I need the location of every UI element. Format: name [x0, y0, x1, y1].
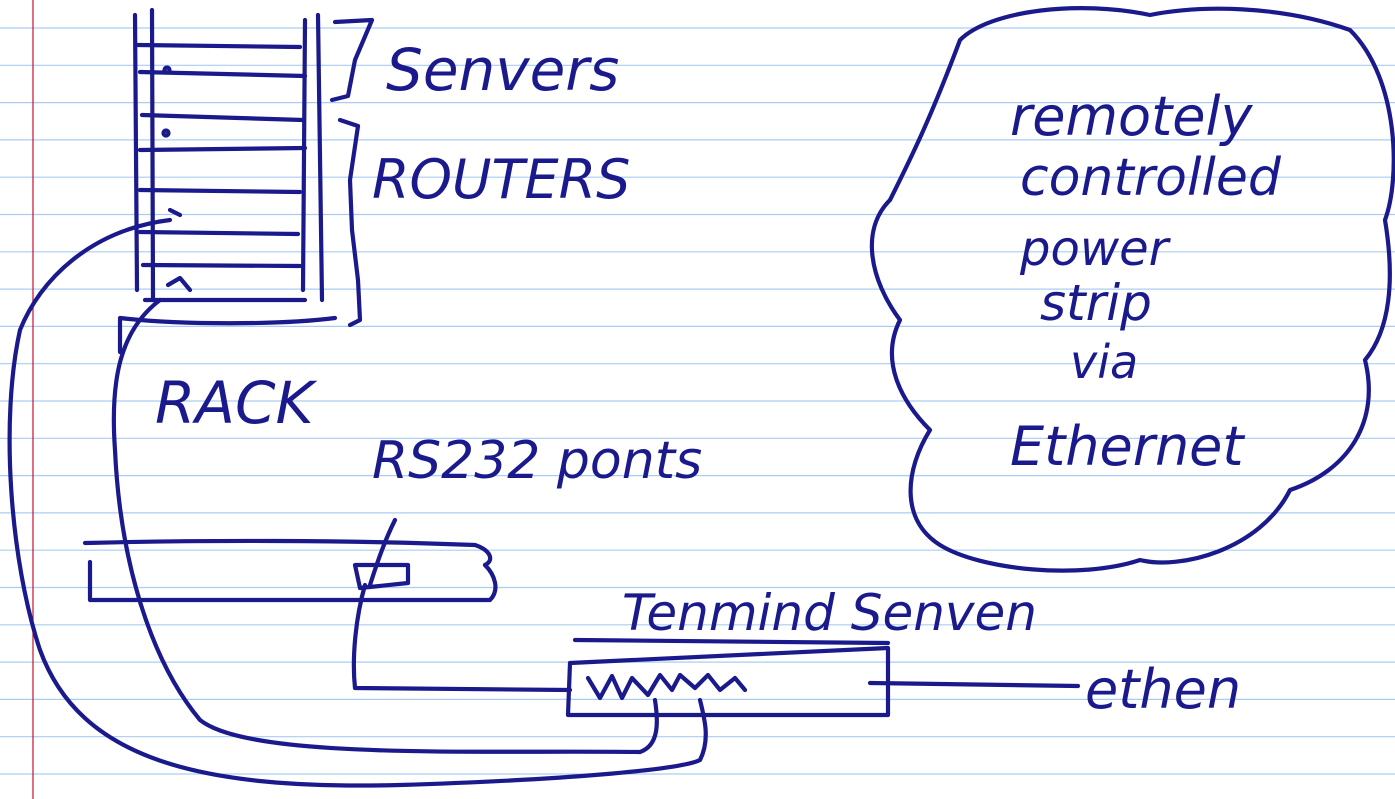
cloud-text-line: remotely [1010, 85, 1253, 148]
cloud-text-line: power [1019, 221, 1172, 277]
routers-label: ROUTERS [372, 148, 630, 211]
servers-label: Senvers [386, 36, 619, 104]
ruled-lines [0, 27, 1395, 775]
cloud-text-line: via [1070, 335, 1138, 389]
rack-label: RACK [155, 369, 317, 437]
servers-bracket [329, 17, 375, 103]
rs232-label: RS232 ponts [372, 431, 702, 491]
rs232-panel [82, 517, 498, 603]
cloud-text-line: strip [1040, 274, 1152, 332]
cables [7, 217, 708, 788]
cloud-text-line: Ethernet [1010, 415, 1245, 478]
cloud-text-line: controlled [1020, 148, 1282, 208]
routers-bracket [337, 117, 363, 328]
terminal-server [565, 637, 1081, 718]
terminal-server-label: Tenmind Senven [622, 584, 1037, 642]
rack [117, 7, 338, 355]
ethernet-label: ethen [1085, 658, 1241, 721]
cloud [869, 6, 1395, 573]
